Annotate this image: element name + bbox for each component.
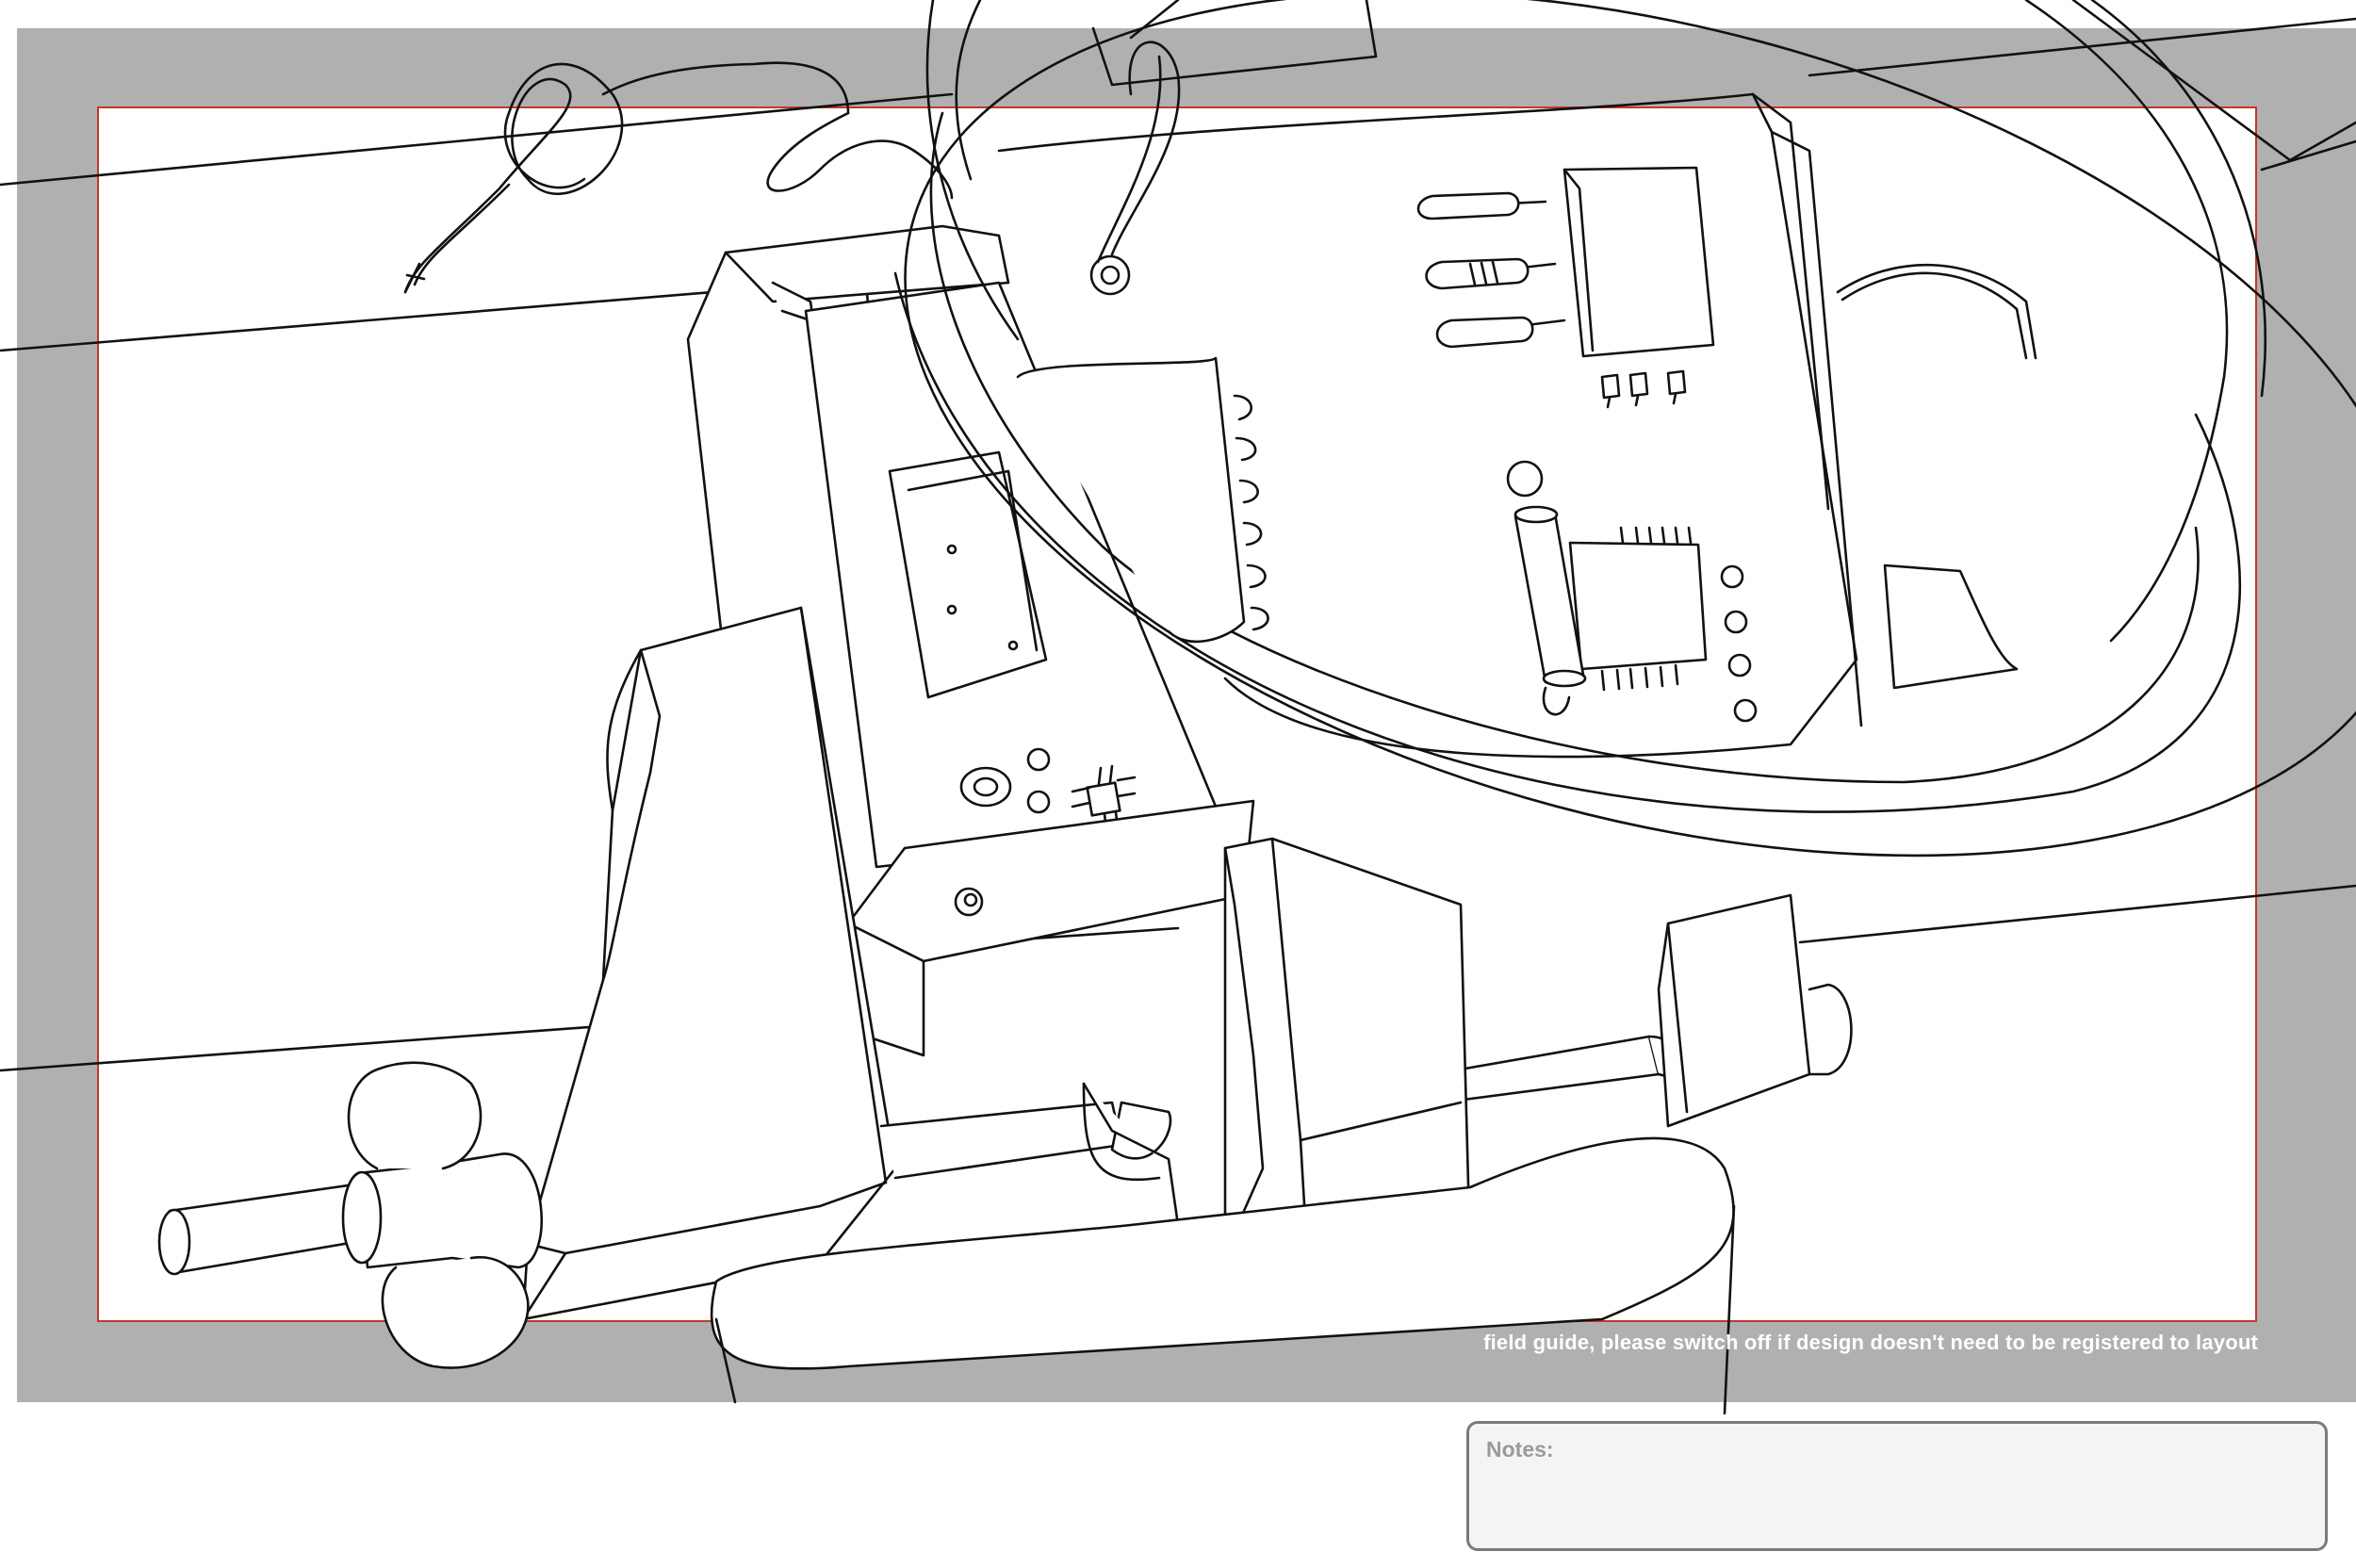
field-guide-caption: field guide, please switch off if design… [1483,1331,2258,1354]
wire-coils [403,61,2037,360]
notes-text-field[interactable] [1469,1469,2329,1552]
magnifying-glass [893,0,2356,858]
circuit-board-holder [686,224,1255,1057]
notes-box: Notes: [1466,1421,2329,1552]
notes-label: Notes: [1486,1437,1554,1462]
bench-vise [157,606,1853,1415]
magnified-circuit-board [997,41,2019,759]
lamp-arm [1091,0,2356,162]
